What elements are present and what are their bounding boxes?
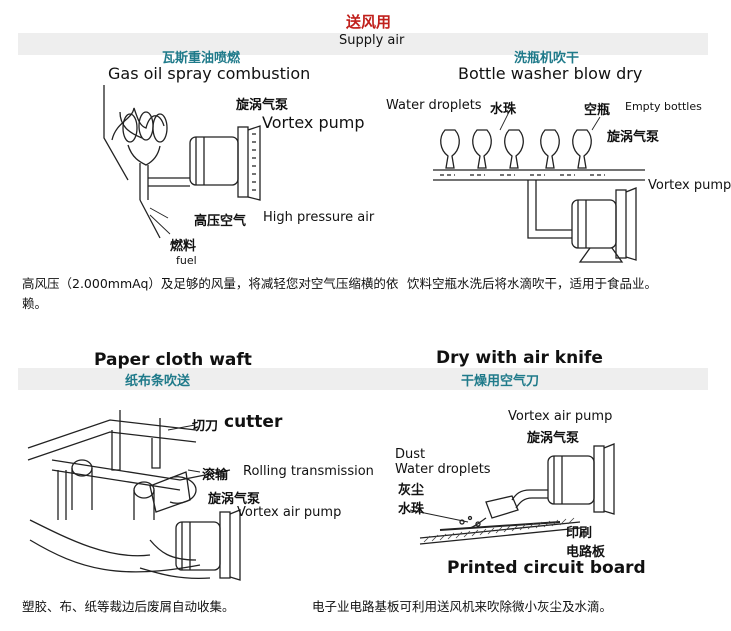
paper-caption: 塑胶、布、纸等裁边后废屑自动收集。 xyxy=(22,599,235,614)
bottle-pump-cn: 旋涡气泵 xyxy=(607,130,660,145)
paper-pump-en: Vortex air pump xyxy=(237,505,342,520)
section-title-en: Supply air xyxy=(339,33,405,48)
gas-oil-pump-en: Vortex pump xyxy=(262,113,365,132)
top-header-band xyxy=(18,33,708,55)
empty-bottles-cn: 空瓶 xyxy=(584,103,611,118)
gas-oil-title-en: Gas oil spray combustion xyxy=(108,64,311,83)
airknife-title-en: Dry with air knife xyxy=(436,348,603,368)
rolling-en: Rolling transmission xyxy=(243,464,374,479)
dust-en: Dust xyxy=(395,447,426,462)
section-title-cn: 送风用 xyxy=(346,13,392,31)
pcb-hatch xyxy=(423,517,575,543)
airknife-droplets-en: Water droplets xyxy=(395,462,491,477)
bottle-pump-en: Vortex pump xyxy=(648,178,731,193)
airknife-droplets-cn: 水珠 xyxy=(398,502,425,517)
water-droplets-cn: 水珠 xyxy=(490,102,517,117)
paper-title-cn: 纸布条吹送 xyxy=(125,374,191,389)
bottle-washer-drawing xyxy=(433,129,645,263)
rolling-cn: 滚输 xyxy=(202,468,229,483)
bottle-caption: 饮料空瓶水洗后将水滴吹干，适用于食品业。 xyxy=(407,276,658,291)
paper-title-en: Paper cloth waft xyxy=(94,350,252,370)
gas-oil-caption: 高风压（2.000mmAq）及足够的风量，将减轻您对空气压缩横的依赖。 xyxy=(22,276,399,311)
empty-bottles-en: Empty bottles xyxy=(625,100,702,113)
pcb-cn-line2: 电路板 xyxy=(566,545,606,560)
water-droplets-en: Water droplets xyxy=(386,98,482,113)
burner-drawing xyxy=(103,85,261,239)
airknife-title-cn: 干燥用空气刀 xyxy=(461,374,540,389)
airknife-caption: 电子业电路基板可利用送风机来吹除微小灰尘及水滴。 xyxy=(312,599,613,614)
middle-header-band xyxy=(18,368,708,390)
fuel-en: fuel xyxy=(176,254,197,267)
bottle-title-en: Bottle washer blow dry xyxy=(458,64,643,83)
pcb-en: Printed circuit board xyxy=(447,558,646,578)
gas-oil-title-cn: 瓦斯重油喷燃 xyxy=(162,51,241,66)
airknife-pump-cn: 旋涡气泵 xyxy=(527,431,580,446)
high-pressure-air-cn: 高压空气 xyxy=(194,214,247,229)
bottle-title-cn: 洗瓶机吹干 xyxy=(514,51,580,66)
dust-cn: 灰尘 xyxy=(398,483,425,498)
airknife-pump-en: Vortex air pump xyxy=(508,409,613,424)
high-pressure-air-en: High pressure air xyxy=(263,210,375,225)
fuel-cn: 燃料 xyxy=(170,239,197,254)
gas-oil-pump-cn: 旋涡气泵 xyxy=(236,98,289,113)
cutter-cn: 切刀 xyxy=(192,419,219,434)
pcb-cn-line1: 印刷 xyxy=(566,526,593,541)
bottles xyxy=(440,129,592,169)
paper-pump-cn: 旋涡气泵 xyxy=(208,492,261,507)
paper-waft-drawing xyxy=(27,410,241,581)
leader-lines xyxy=(149,109,601,523)
cutter-en: cutter xyxy=(224,412,283,432)
